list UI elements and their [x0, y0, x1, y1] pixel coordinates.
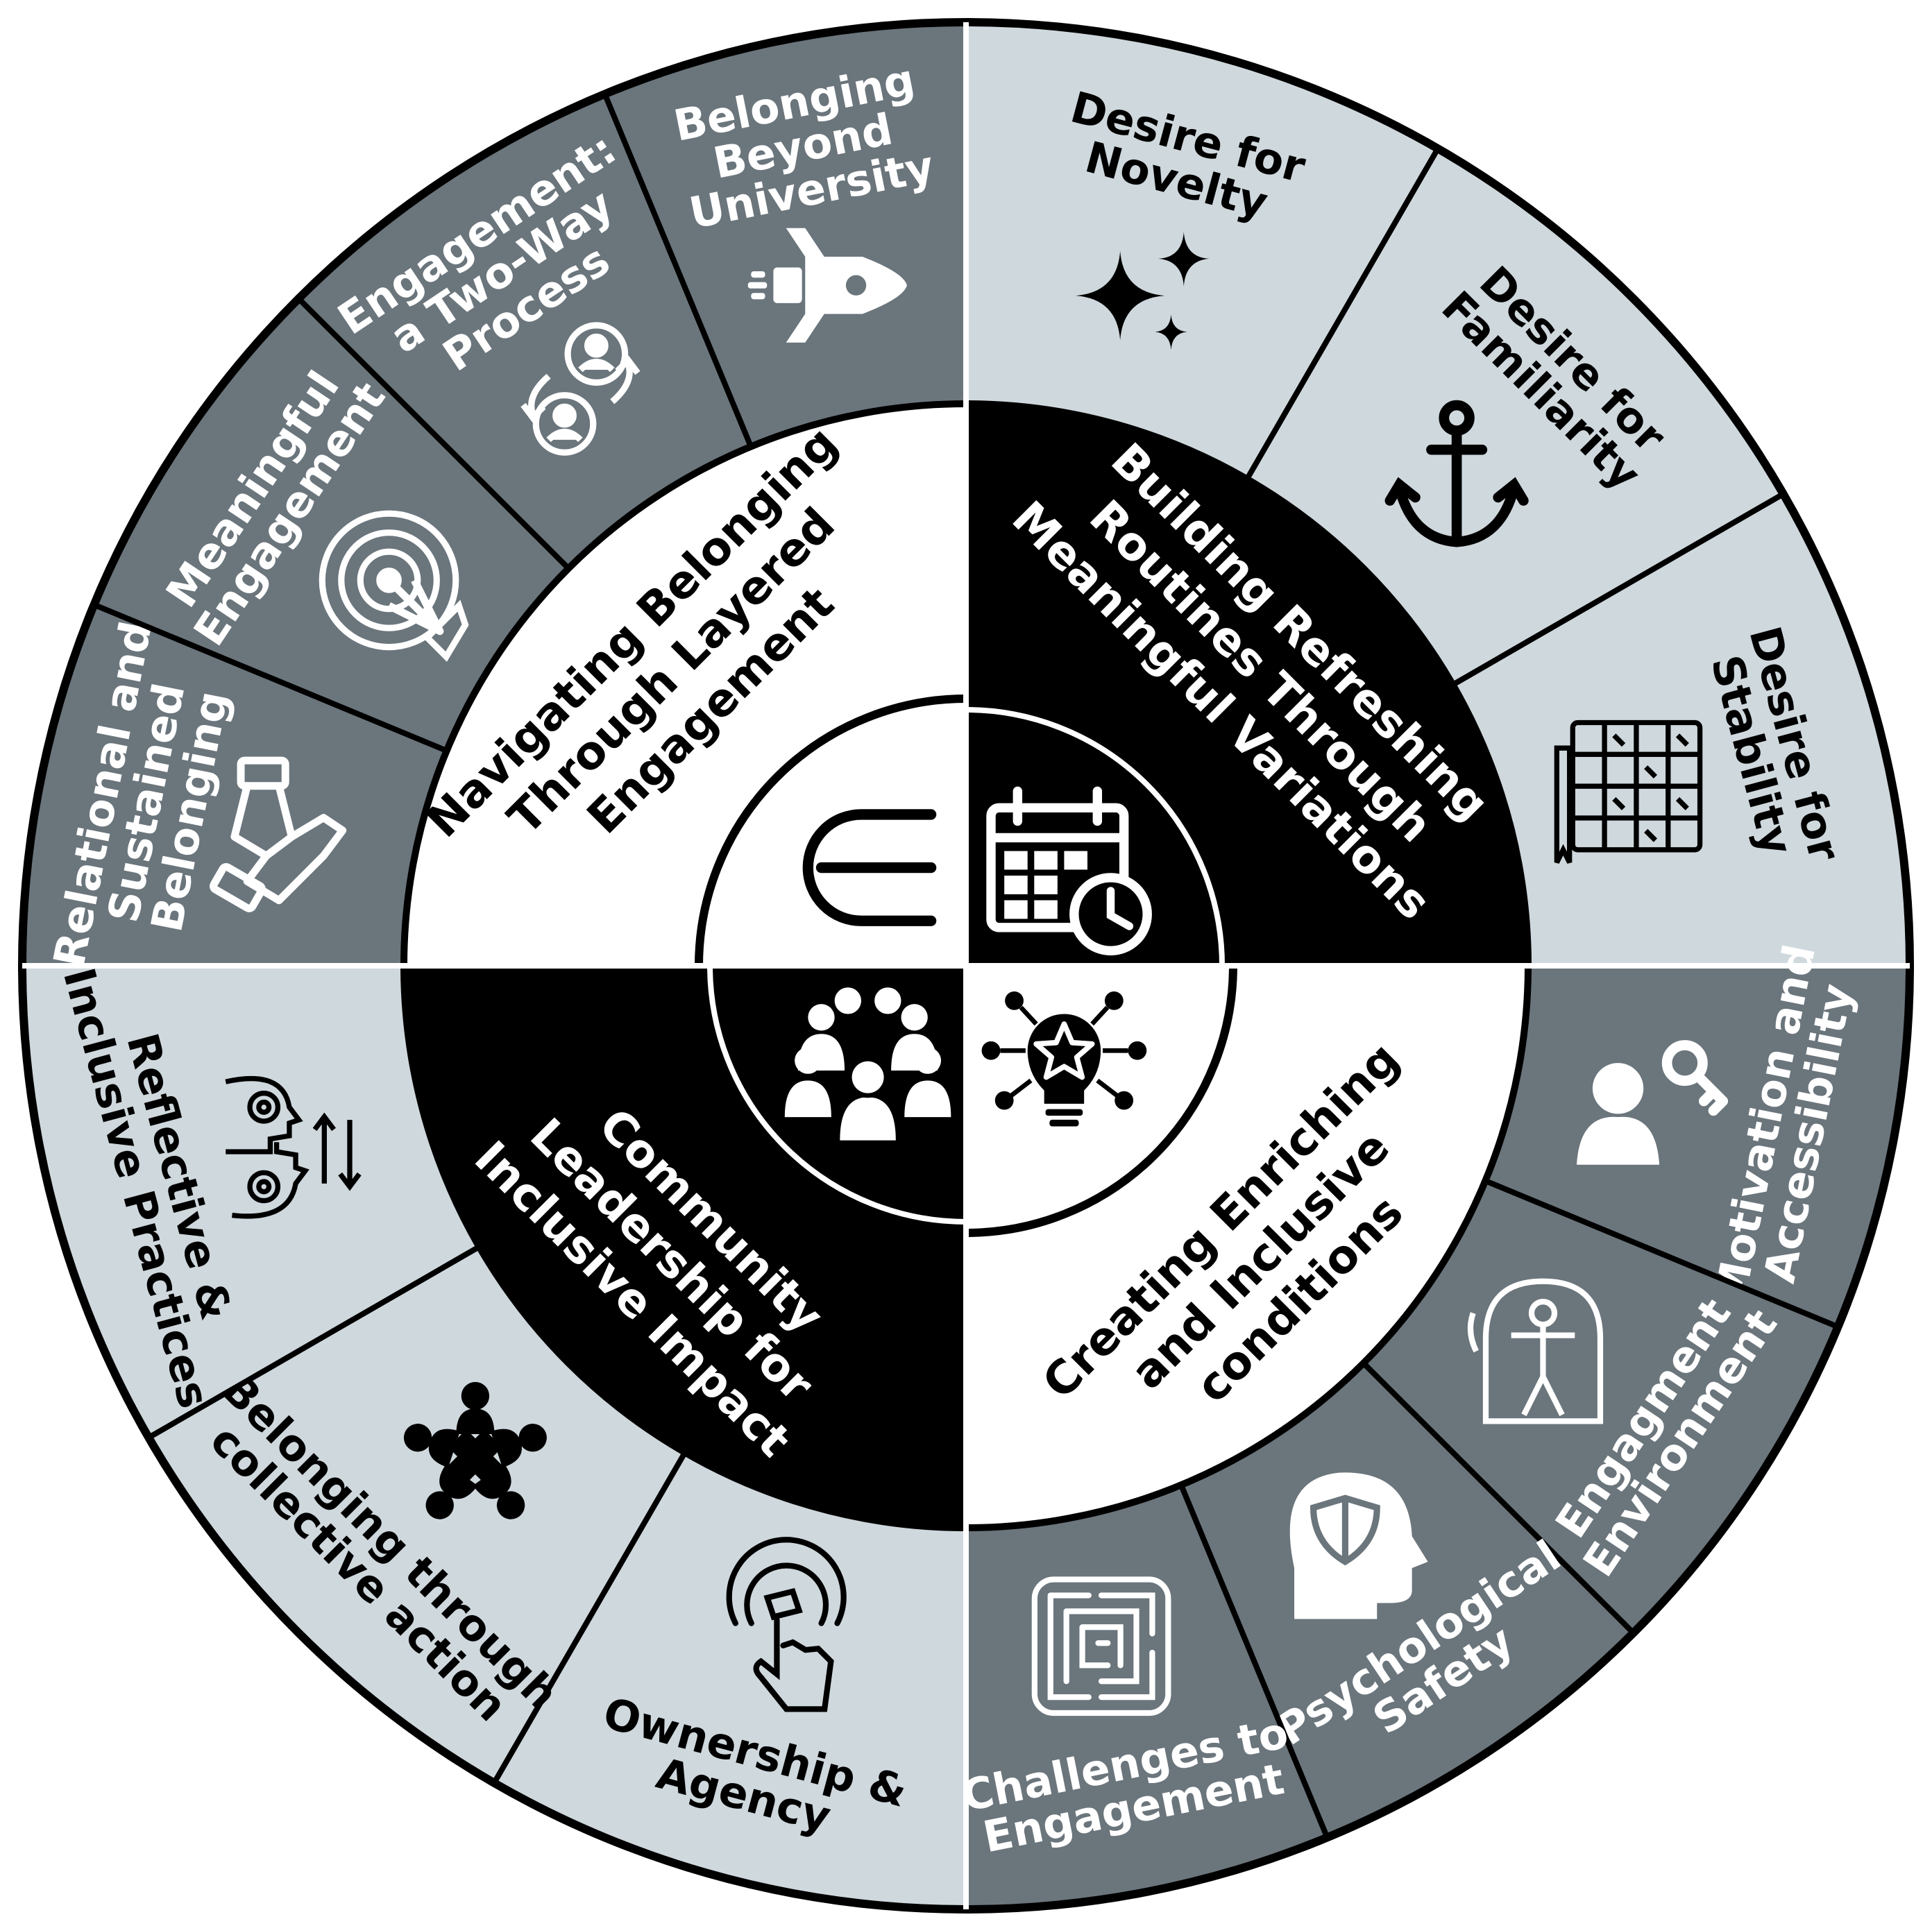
theme-core: [699, 966, 966, 1233]
subtheme-segment: Relational andSustainedBelonging: [19, 601, 450, 971]
theme-core-sector: [699, 699, 966, 966]
subtheme-segment: Motivation andAccessibility: [1482, 940, 1913, 1331]
subtheme-segment: Desire forFamiliarity: [1243, 144, 1788, 689]
subtheme-segment: Challenges toEngagement: [958, 1481, 1331, 1913]
theme-label: Navigating BelongingThrough LayeredEngag…: [416, 416, 926, 926]
theme-segment: Navigating BelongingThrough LayeredEngag…: [400, 400, 969, 969]
subtheme-segment: BelongingBeyondUniversity: [601, 19, 969, 450]
theme-core: [966, 699, 1233, 966]
theme-core: [966, 966, 1233, 1233]
theme-core-sector: [966, 699, 1233, 966]
theme-core-sector: [699, 966, 966, 1233]
theme-segment: Creating Enrichingand Inclusivecondition…: [963, 963, 1532, 1531]
subtheme-segment: Desire forNovelty: [963, 19, 1442, 483]
theme-core: [699, 699, 966, 966]
subtheme-segment: PsychologicalSafety: [1177, 1359, 1638, 1841]
